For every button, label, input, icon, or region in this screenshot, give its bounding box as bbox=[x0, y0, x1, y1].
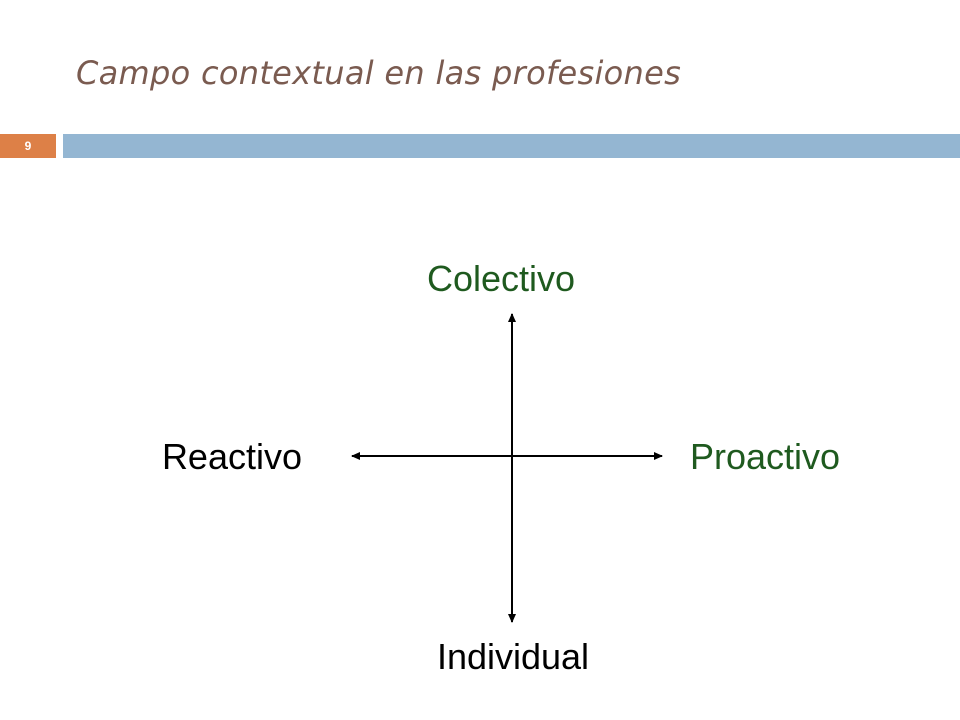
label-individual: Individual bbox=[436, 636, 590, 677]
header-bar bbox=[63, 134, 960, 158]
label-proactivo: Proactivo bbox=[690, 436, 841, 477]
slide-title: Campo contextual en las profesiones bbox=[76, 54, 682, 92]
label-reactivo: Reactivo bbox=[161, 436, 302, 477]
label-colectivo: Colectivo bbox=[426, 258, 576, 299]
slide-number-badge bbox=[0, 134, 56, 158]
slide-number: 9 bbox=[24, 139, 32, 153]
